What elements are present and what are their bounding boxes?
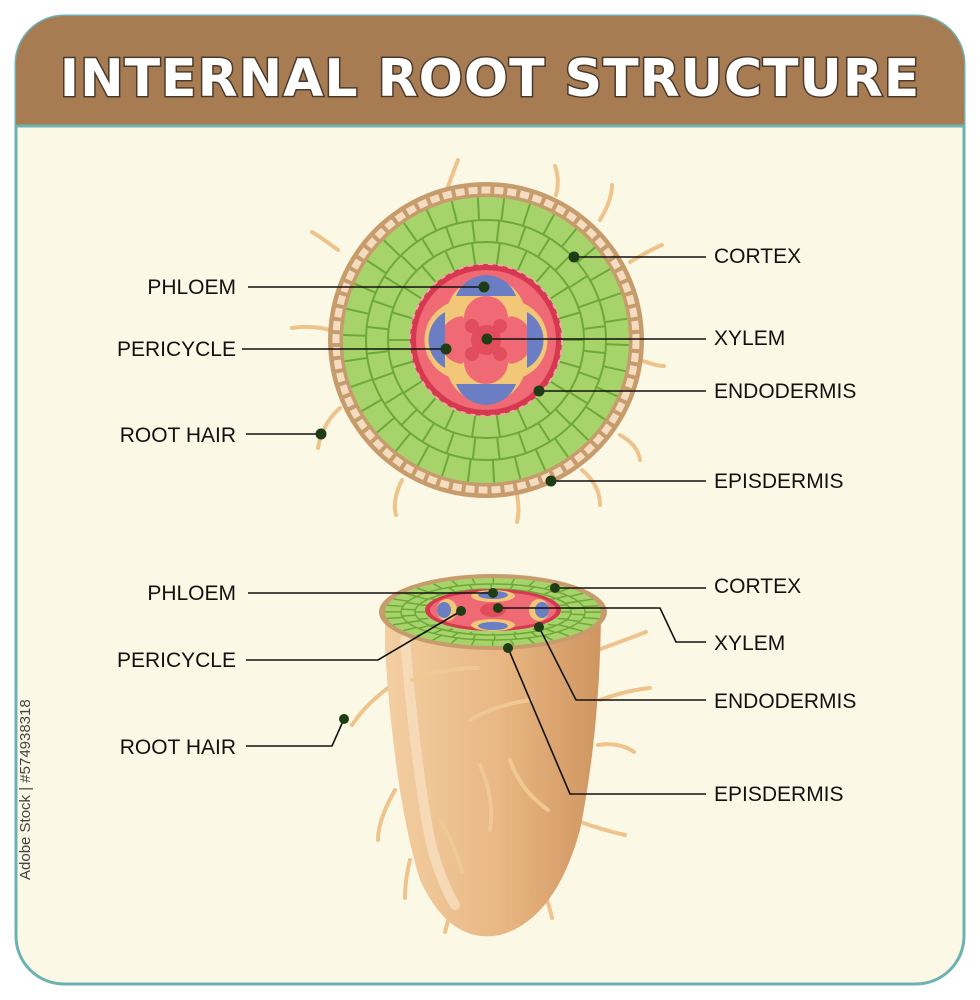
label-xylem-bottom: XYLEM — [714, 632, 785, 655]
label-root-hair-top: ROOT HAIR — [120, 424, 236, 447]
label-cortex-bottom: CORTEX — [714, 575, 801, 598]
cross-section-labels: PHLOEM PERICYCLE ROOT HAIR CORTEX XYLEM … — [117, 245, 856, 493]
root-tip-phloem — [437, 590, 549, 631]
header-band — [16, 16, 964, 126]
root-tip-labels: PHLOEM PERICYCLE ROOT HAIR CORTEX XYLEM … — [117, 575, 856, 806]
root-tip-cell-walls — [385, 578, 601, 646]
label-endodermis-top: ENDODERMIS — [714, 380, 856, 403]
stock-id-text: Adobe Stock | #574938318 — [17, 699, 34, 880]
label-pericycle-bottom: PERICYCLE — [117, 649, 236, 672]
label-cortex-top: CORTEX — [714, 245, 801, 268]
label-phloem-bottom: PHLOEM — [147, 582, 236, 605]
label-xylem-top: XYLEM — [714, 327, 785, 350]
label-pericycle-top: PERICYCLE — [117, 338, 236, 361]
root-hairs-bottom-front — [410, 666, 550, 874]
root-tip-leaders — [246, 583, 706, 795]
label-episdermis-top: EPISDERMIS — [714, 470, 844, 493]
cortex-cell-walls — [343, 197, 629, 483]
label-episdermis-bottom: EPISDERMIS — [714, 783, 844, 806]
cross-section-leaders — [242, 251, 706, 487]
phloem-groups-top — [424, 275, 548, 405]
label-endodermis-bottom: ENDODERMIS — [714, 690, 856, 713]
label-root-hair-bottom: ROOT HAIR — [120, 736, 236, 759]
page-title: INTERNAL ROOT STRUCTURE — [60, 49, 921, 109]
label-phloem-top: PHLOEM — [147, 276, 236, 299]
root-tip — [350, 574, 652, 937]
